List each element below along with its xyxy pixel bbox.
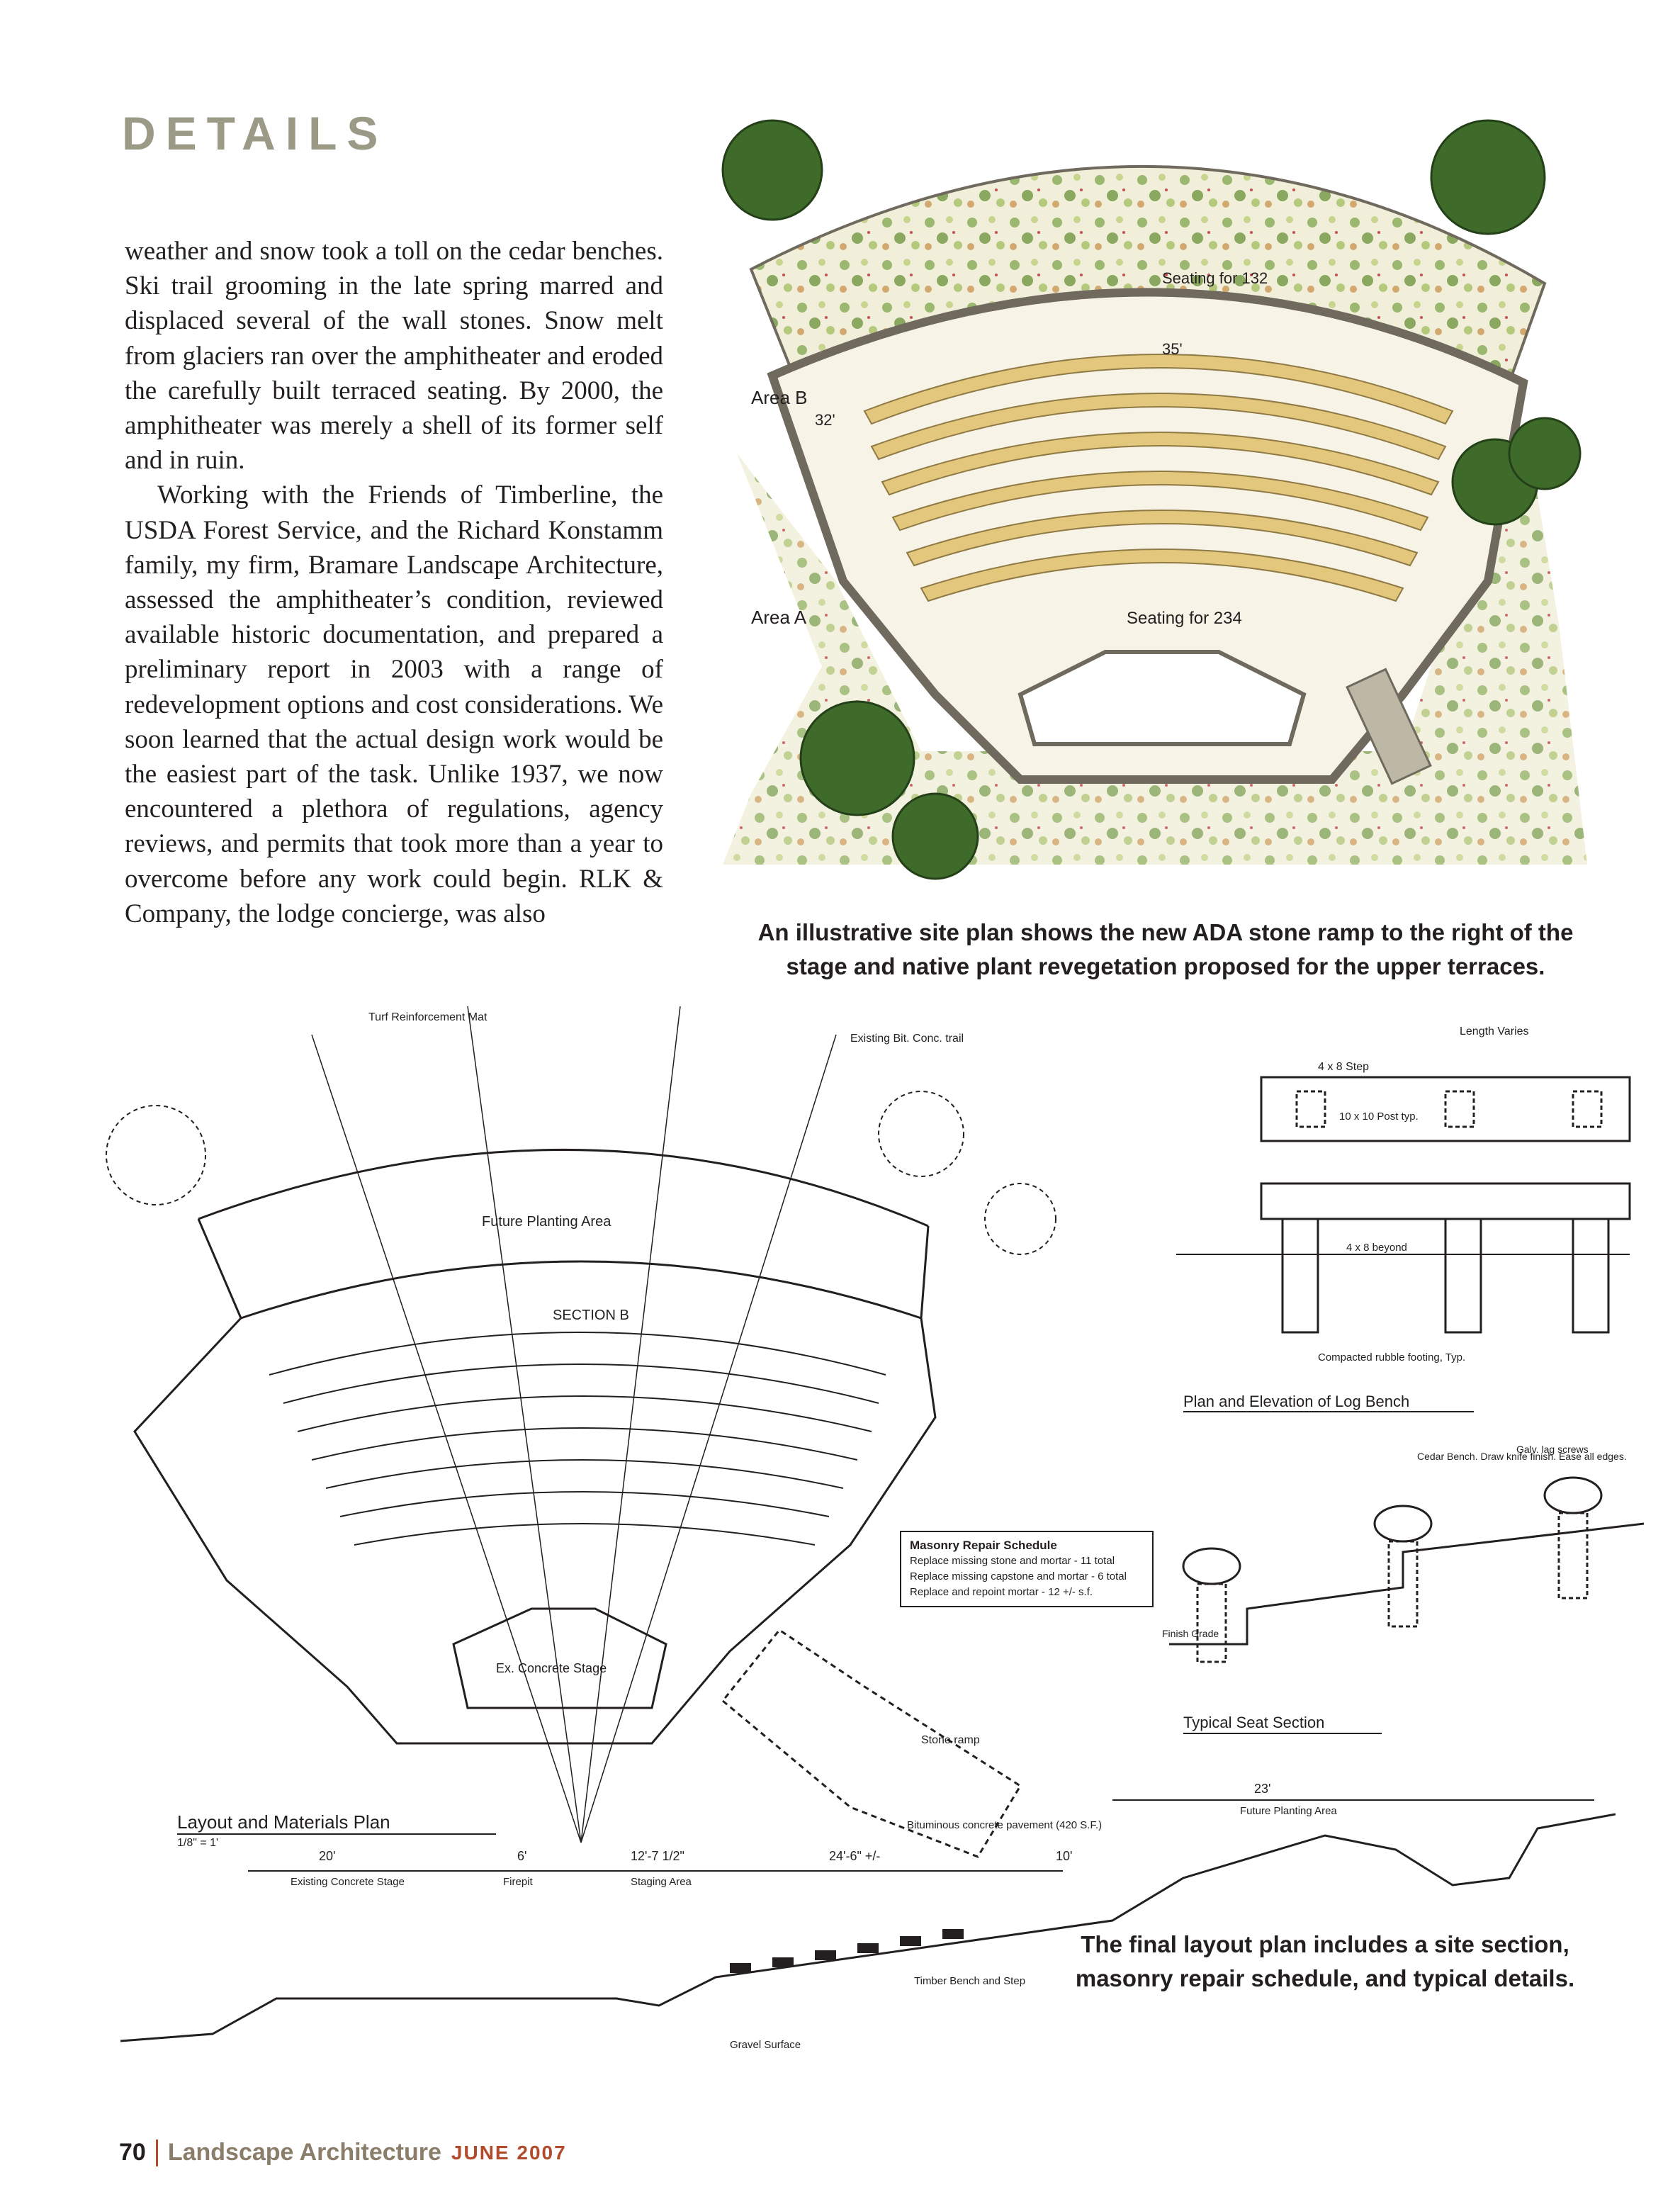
section-label-firepit: Firepit (503, 1876, 534, 1888)
magazine-name: Landscape Architecture (167, 2139, 441, 2166)
section-steps (730, 1929, 964, 1973)
section-label-bench-step: Timber Bench and Step (914, 1975, 1025, 1987)
plan-label-stone-ramp: Stone ramp (921, 1734, 980, 1746)
caption-site-plan: An illustrative site plan shows the new … (757, 919, 1574, 979)
caption-layout-plan: The final layout plan includes a site se… (1075, 1931, 1575, 1991)
paragraph-2: Working with the Friends of Timberline, … (125, 480, 663, 928)
seat-label-bench: Cedar Bench. Draw knife finish. Ease all… (1417, 1451, 1627, 1462)
paragraph-1: weather and snow took a toll on the ceda… (125, 237, 663, 476)
layout-materials-plan: SECTION B Future Planting Area Ex. Concr… (106, 1006, 1102, 1858)
section-label: DETAILS (122, 107, 388, 159)
masonry-schedule-title: Masonry Repair Schedule (910, 1539, 1057, 1552)
seat-bench-2 (1373, 1505, 1433, 1543)
masonry-item-c: Replace and repoint mortar - 12 +/- s.f. (910, 1586, 1093, 1598)
plan-label-stage: Ex. Concrete Stage (496, 1661, 607, 1675)
existing-trees (106, 1091, 1056, 1255)
radial-lines (311, 1006, 837, 1843)
section-dim-20: 20' (319, 1849, 335, 1863)
seat-bench-1 (1182, 1547, 1241, 1585)
section-dim-12: 12'-7 1/2" (631, 1849, 684, 1863)
plan-label-future-planting: Future Planting Area (482, 1214, 611, 1230)
section-ground-line (120, 1813, 1616, 2042)
label-dim-35: 35' (1162, 340, 1183, 358)
label-dim-32: 32' (815, 411, 835, 429)
plan-perimeter (133, 1218, 937, 1745)
seat-grade-line (1169, 1522, 1644, 1646)
section-dim-23: 23' (1254, 1782, 1270, 1796)
section-label-gravel: Gravel Surface (730, 2039, 801, 2051)
bench-rows-plan (269, 1332, 886, 1546)
ada-stone-ramp (1346, 668, 1432, 785)
masonry-item-b: Replace missing capstone and mortar - 6 … (910, 1570, 1127, 1582)
article-body: weather and snow took a toll on the ceda… (125, 234, 663, 931)
outer-wall-arc (198, 1148, 929, 1227)
page-folio: 70 Landscape Architecture JUNE 2007 (119, 2139, 567, 2166)
folio-divider (155, 2139, 158, 2166)
label-area-b: Area B (751, 387, 808, 408)
typical-seat-section: Cedar Bench. Draw knife finish. Ease all… (1162, 1444, 1644, 1734)
plan-label-section-b: SECTION B (553, 1308, 629, 1323)
plan-label-trail: Existing Bit. Conc. trail (850, 1033, 964, 1045)
bench-plan (1260, 1076, 1631, 1142)
bench-label-step: 4 x 8 Step (1318, 1061, 1369, 1073)
section-dim-24: 24'-6" +/- (829, 1849, 880, 1863)
section-dim-10: 10' (1056, 1849, 1072, 1863)
section-label-planting: Future Planting Area (1240, 1805, 1337, 1817)
plan-label-turf-mat: Turf Reinforcement Mat (368, 1011, 487, 1023)
page-number: 70 (119, 2139, 146, 2166)
site-section: 20' 6' 12'-7 1/2" 24'-6" +/- 10' 23' Exi… (120, 1782, 1616, 2051)
stage (1017, 650, 1307, 746)
seat-bench-3 (1543, 1476, 1603, 1514)
label-seating-132: Seating for 132 (1162, 269, 1268, 287)
seat-label-lag: Galv. lag screws (1516, 1444, 1589, 1455)
label-seating-234: Seating for 234 (1127, 609, 1242, 628)
seat-label-finish-grade: Finish Grade (1162, 1628, 1219, 1639)
trees (721, 119, 1582, 880)
bench-label-length: Length Varies (1460, 1025, 1529, 1038)
bench-title: Plan and Elevation of Log Bench (1183, 1393, 1409, 1410)
seat-title: Typical Seat Section (1183, 1714, 1324, 1731)
section-dim-6: 6' (517, 1849, 526, 1863)
upper-terrace-arc (240, 1260, 922, 1320)
bench-label-post: 10 x 10 Post typ. (1339, 1111, 1419, 1123)
bench-label-footing: Compacted rubble footing, Typ. (1318, 1351, 1465, 1364)
log-bench-detail: Length Varies 4 x 8 Step 10 x 10 Post ty… (1176, 1025, 1631, 1412)
bench-elevation (1260, 1182, 1631, 1220)
label-area-a: Area A (751, 607, 807, 628)
section-label-staging: Staging Area (631, 1876, 692, 1888)
bench-rows (863, 354, 1454, 602)
illustrative-site-plan: Area B Area A Seating for 234 Seating fo… (721, 119, 1587, 880)
bench-label-beyond: 4 x 8 beyond (1346, 1242, 1407, 1254)
section-label-stage: Existing Concrete Stage (291, 1876, 405, 1888)
issue-date: JUNE 2007 (451, 2141, 567, 2164)
plan-title: Layout and Materials Plan (177, 1811, 390, 1833)
masonry-item-a: Replace missing stone and mortar - 11 to… (910, 1555, 1115, 1567)
plan-scale: 1/8" = 1' (177, 1837, 218, 1849)
masonry-repair-schedule: Masonry Repair Schedule Replace missing … (900, 1531, 1154, 1607)
lower-revegetation (723, 454, 1587, 865)
plan-label-bit-pavement: Bituminous concrete pavement (420 S.F.) (907, 1819, 1102, 1831)
stage-outline (452, 1607, 667, 1709)
